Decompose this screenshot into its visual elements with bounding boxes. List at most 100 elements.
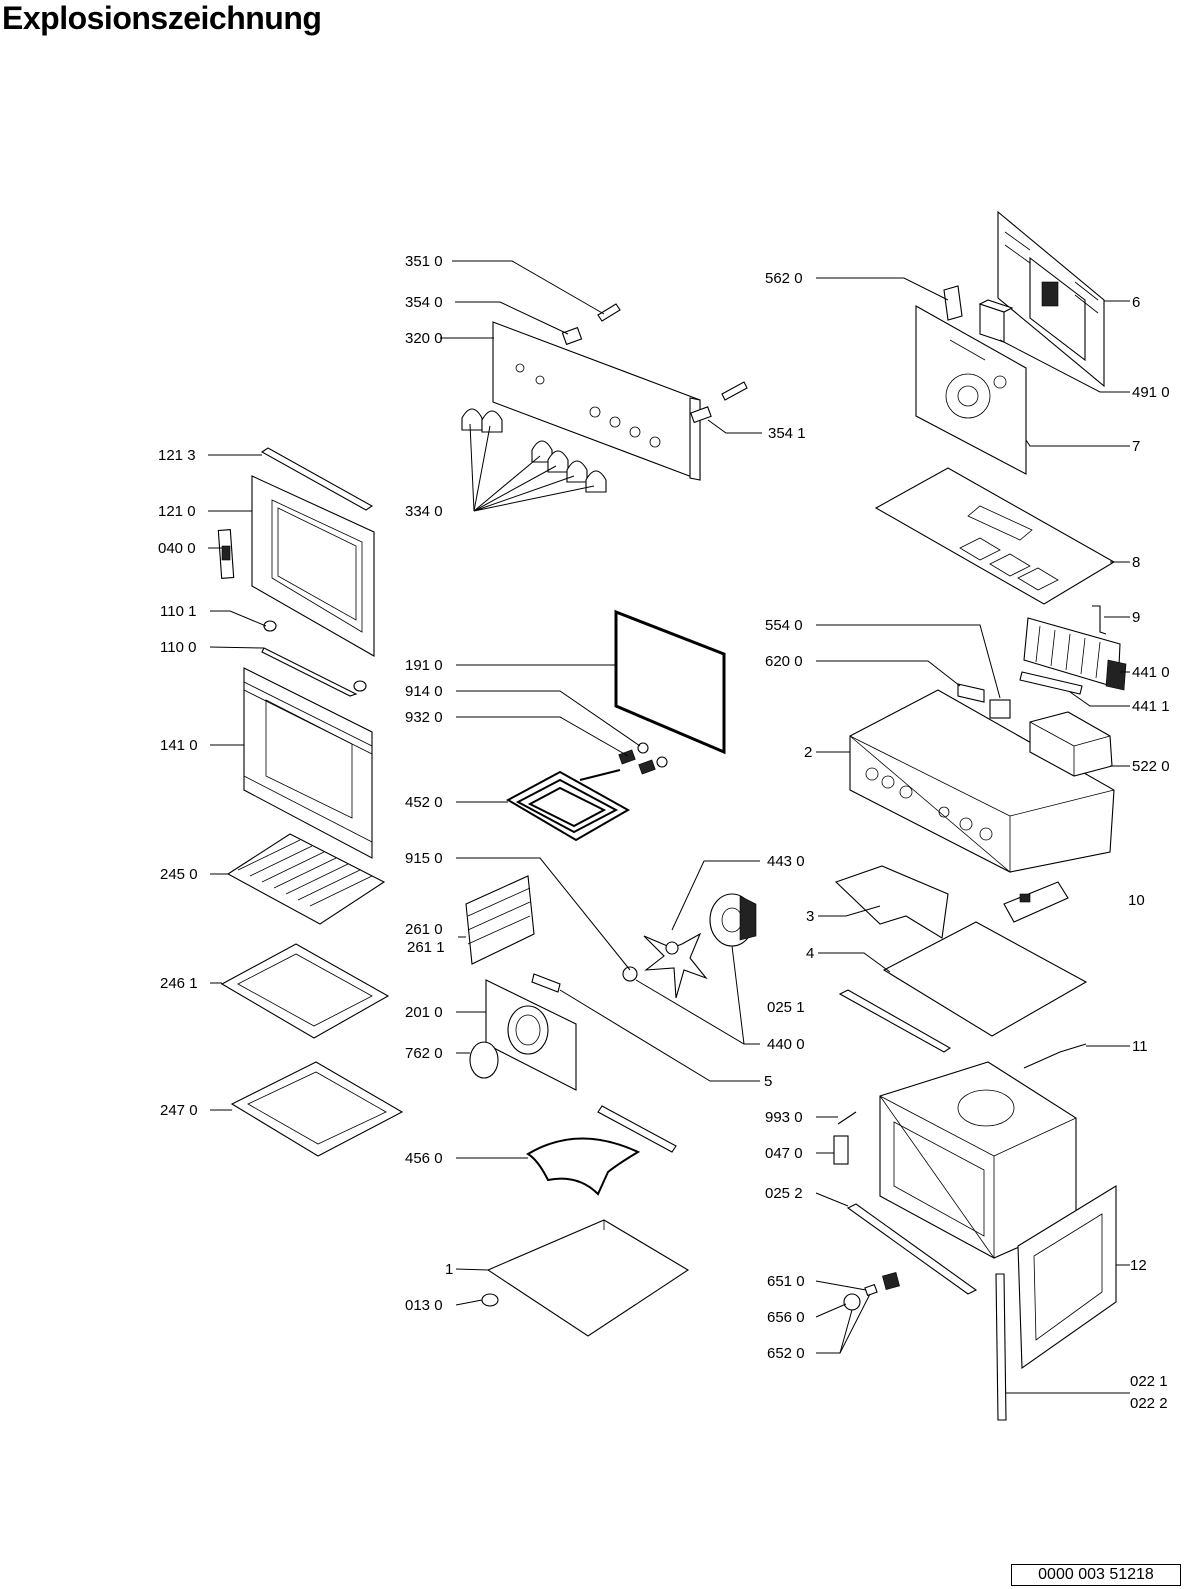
label-261-0: 261 0 <box>405 921 443 938</box>
control-panel-part <box>492 321 701 481</box>
fan-motor-part <box>709 893 757 947</box>
label-3: 3 <box>806 908 814 925</box>
label-191-0: 191 0 <box>405 657 443 674</box>
document-number: 0000 003 51218 <box>1011 1564 1181 1586</box>
terminal-block-part <box>978 299 1014 343</box>
label-652-0: 652 0 <box>767 1345 805 1362</box>
label-915-0: 915 0 <box>405 850 443 867</box>
fan-cover-part <box>485 973 577 1091</box>
label-441-0: 441 0 <box>1132 664 1170 681</box>
label-562-0: 562 0 <box>765 270 803 287</box>
side-rail-part <box>465 875 535 965</box>
switch-part <box>561 326 748 424</box>
label-5: 5 <box>764 1073 772 1090</box>
label-025-1: 025 1 <box>767 999 805 1016</box>
clip-part <box>1092 605 1107 635</box>
bracket-part <box>943 285 963 321</box>
shelf-guide-part <box>834 865 949 939</box>
label-10: 10 <box>1128 892 1145 909</box>
lamp-holder-part <box>618 742 668 775</box>
label-491-0: 491 0 <box>1132 384 1170 401</box>
door-trim-part <box>260 447 374 511</box>
door-handle-part <box>261 647 358 697</box>
label-11: 11 <box>1132 1038 1148 1055</box>
label-932-0: 932 0 <box>405 709 443 726</box>
side-strip-part <box>995 1273 1007 1421</box>
page-title: Explosionszeichnung <box>2 0 322 36</box>
relay-part <box>957 683 1011 719</box>
label-443-0: 443 0 <box>767 853 805 870</box>
label-110-0: 110 0 <box>160 639 196 656</box>
electronic-board-part <box>1003 881 1069 923</box>
label-351-0: 351 0 <box>405 253 443 270</box>
label-013-0: 013 0 <box>405 1297 443 1314</box>
part-labels: 351 0 354 0 320 0 354 1 334 0 562 0 6 49… <box>158 253 1170 1412</box>
tangential-fan-part <box>1023 617 1127 691</box>
label-9: 9 <box>1132 609 1140 626</box>
label-047-0: 047 0 <box>765 1145 803 1162</box>
label-440-0: 440 0 <box>767 1036 805 1053</box>
insulation-bracket-part <box>838 989 952 1053</box>
top-panel-part <box>882 921 1088 1037</box>
nut-part <box>622 966 638 982</box>
side-panel-part <box>1017 1185 1117 1370</box>
label-456-0: 456 0 <box>405 1150 443 1167</box>
fan-bracket-part <box>1019 671 1083 695</box>
deep-tray-part <box>230 1061 404 1157</box>
label-247-0: 247 0 <box>160 1102 198 1119</box>
label-354-1: 354 1 <box>768 425 806 442</box>
chassis-part <box>849 689 1115 873</box>
control-knobs-part <box>461 408 607 493</box>
label-522-0: 522 0 <box>1132 758 1170 775</box>
fan-grille-part <box>469 1041 499 1079</box>
door-switch-part <box>833 1135 849 1165</box>
foot-part <box>481 1293 499 1307</box>
label-320-0: 320 0 <box>405 330 443 347</box>
label-6: 6 <box>1132 294 1140 311</box>
label-656-0: 656 0 <box>767 1309 805 1326</box>
label-121-3: 121 3 <box>158 447 196 464</box>
label-2: 2 <box>804 744 812 761</box>
label-022-2: 022 2 <box>1130 1395 1168 1412</box>
label-245-0: 245 0 <box>160 866 198 883</box>
label-040-0: 040 0 <box>158 540 196 557</box>
label-441-1: 441 1 <box>1132 698 1170 715</box>
label-993-0: 993 0 <box>765 1109 803 1126</box>
label-554-0: 554 0 <box>765 617 803 634</box>
label-025-2: 025 2 <box>765 1185 803 1202</box>
label-651-0: 651 0 <box>767 1273 805 1290</box>
top-cover-part <box>874 467 1116 605</box>
screw-part <box>837 1111 857 1125</box>
baking-tray-part <box>220 943 390 1039</box>
label-620-0: 620 0 <box>765 653 803 670</box>
label-121-0: 121 0 <box>158 503 196 520</box>
electronics-module-part <box>1029 711 1113 777</box>
door-glass-part <box>243 667 373 859</box>
label-201-0: 201 0 <box>405 1004 443 1021</box>
label-261-1: 261 1 <box>407 939 445 956</box>
label-452-0: 452 0 <box>405 794 443 811</box>
pin-part <box>597 303 621 322</box>
wire-part <box>1023 1043 1087 1069</box>
door-frame-part <box>251 475 375 657</box>
back-wall-part <box>915 305 1027 475</box>
label-110-1: 110 1 <box>160 603 196 620</box>
fan-wheel-part <box>643 932 708 999</box>
label-7: 7 <box>1132 438 1140 455</box>
label-762-0: 762 0 <box>405 1045 443 1062</box>
label-334-0: 334 0 <box>405 503 443 520</box>
bottom-heating-element-part <box>526 1105 677 1196</box>
label-354-0: 354 0 <box>405 294 443 311</box>
leader-lines <box>208 260 1130 1394</box>
rear-panel-part <box>997 210 1105 388</box>
label-8: 8 <box>1132 554 1140 571</box>
label-141-0: 141 0 <box>160 737 198 754</box>
door-hinge-part <box>217 529 235 579</box>
handle-cap-part <box>263 620 367 692</box>
bottom-plate-part <box>486 1219 690 1337</box>
grill-heating-element-part <box>505 769 631 842</box>
door-gasket-part <box>614 609 726 755</box>
label-4: 4 <box>806 945 814 962</box>
label-914-0: 914 0 <box>405 683 443 700</box>
